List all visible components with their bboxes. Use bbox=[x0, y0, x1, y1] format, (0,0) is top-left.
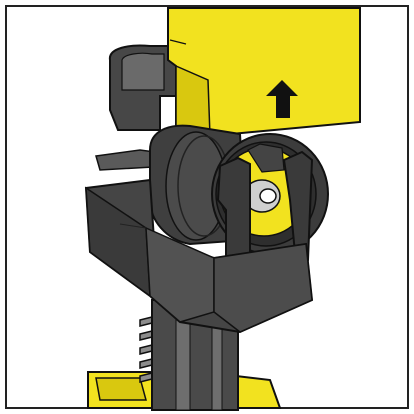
yellow-top-block bbox=[167, 7, 361, 138]
front-housing bbox=[84, 178, 314, 334]
arrow-up-icon bbox=[266, 80, 298, 118]
